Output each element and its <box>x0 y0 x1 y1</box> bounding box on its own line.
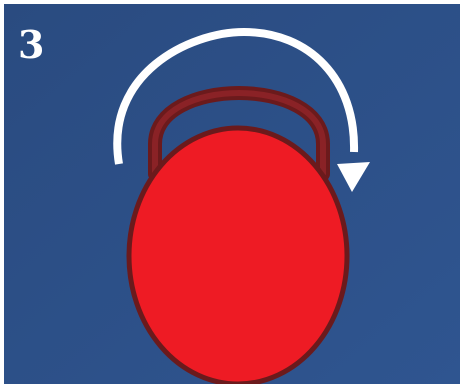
object-body <box>129 128 347 384</box>
step-panel: 3 <box>4 4 460 384</box>
step-number: 3 <box>18 26 44 64</box>
step-illustration <box>4 4 460 384</box>
